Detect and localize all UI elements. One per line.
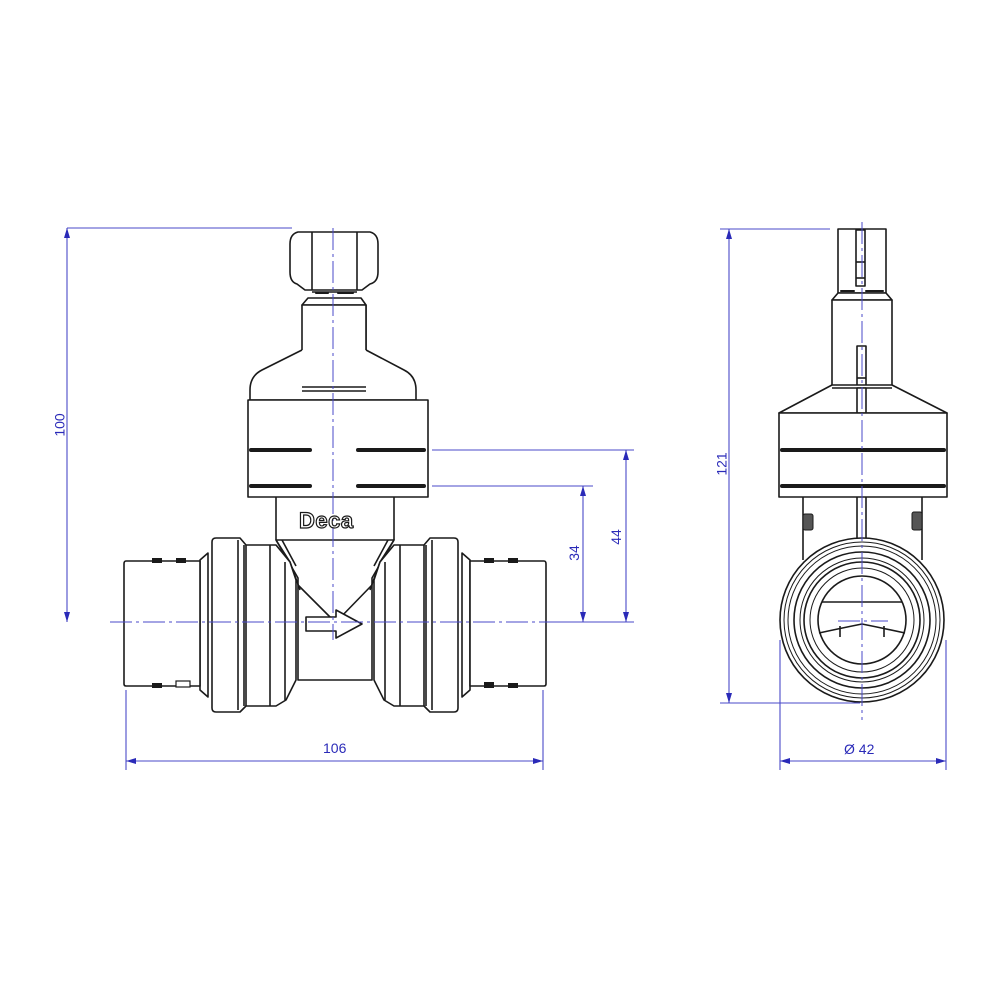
left-union-nut bbox=[211, 537, 297, 713]
right-union-nut bbox=[373, 537, 459, 713]
side-view bbox=[720, 222, 948, 770]
valve-cap bbox=[289, 231, 379, 291]
side-bonnet bbox=[778, 412, 948, 498]
right-pipe-end bbox=[469, 560, 547, 687]
arrow-right-icon bbox=[305, 609, 363, 639]
left-pipe-end bbox=[123, 560, 201, 687]
front-view bbox=[64, 227, 634, 770]
